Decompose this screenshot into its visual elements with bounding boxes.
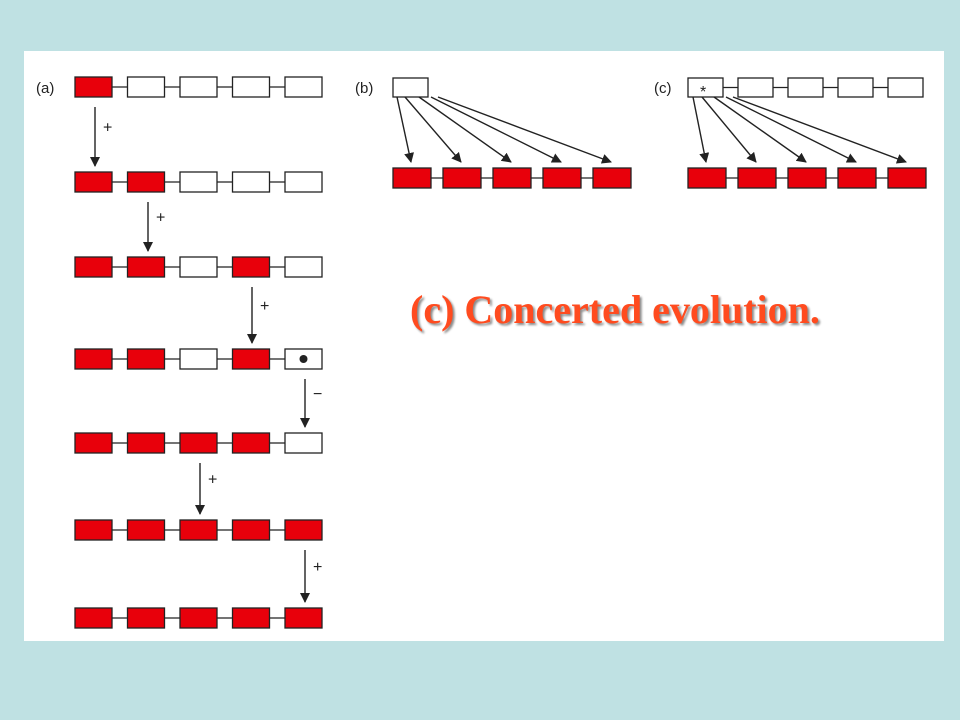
panel-a-row-3-box-4 <box>231 256 271 278</box>
panel-a-row-3-box-1 <box>74 256 113 278</box>
panel-b-targets-box-1 <box>392 167 432 189</box>
panel-c-conversion-arrow-4 <box>725 96 857 163</box>
slide-caption: (c) Concerted evolution. <box>410 287 820 332</box>
panel-a-row-5-box-3 <box>179 432 218 454</box>
panel-a-row-5-box-4 <box>231 432 271 454</box>
panel-a-row-1-box-2 <box>126 76 166 98</box>
panel-a-row-7-box-3 <box>179 607 218 629</box>
panel-a-row-1-box-3 <box>179 76 218 98</box>
panel-c-conversion-arrow-1 <box>692 96 710 163</box>
panel-c-conversion-arrow-3 <box>713 96 807 163</box>
panel-a-row-6-box-4 <box>231 519 271 541</box>
panel-a-row-7-box-2 <box>126 607 166 629</box>
panel-b-targets-box-5 <box>592 167 632 189</box>
panel-c-label: (c) <box>654 80 672 97</box>
panel-a-row-6-box-1 <box>74 519 113 541</box>
panel-b-source-box-1 <box>392 77 429 98</box>
panel-a-row-7-box-1 <box>74 607 113 629</box>
panel-a-row-2-box-3 <box>179 171 218 193</box>
panel-a-row-4-box-1 <box>74 348 113 370</box>
panel-b-targets-box-3 <box>492 167 532 189</box>
panel-c-targets-box-3 <box>787 167 827 189</box>
panel-c-source-box-3 <box>787 77 824 98</box>
panel-a-step-sign-1: + <box>103 120 112 137</box>
panel-c-targets-box-5 <box>887 167 927 189</box>
panel-a-row-6-box-5 <box>284 519 323 541</box>
panel-a-row-6-box-3 <box>179 519 218 541</box>
panel-a-row-6-box-2 <box>126 519 166 541</box>
panel-a-row-4-box-4 <box>231 348 271 370</box>
panel-b-conversion-arrow-1 <box>396 96 414 163</box>
panel-b-conversion-arrow-2 <box>404 96 462 163</box>
panel-a-row-2-box-1 <box>74 171 113 193</box>
panel-b-label: (b) <box>355 80 373 97</box>
panel-c-targets-box-1 <box>687 167 727 189</box>
panel-a-row-4-box-5-dot-marker <box>299 355 308 363</box>
panel-a-step-sign-5: + <box>208 472 217 489</box>
panel-a-row-5-box-5 <box>284 432 323 454</box>
panel-a-row-2-box-5 <box>284 171 323 193</box>
panel-a-row-3-box-2 <box>126 256 166 278</box>
panel-c-targets-box-4 <box>837 167 877 189</box>
panel-b-conversion-arrow-4 <box>430 96 562 163</box>
panel-a-step-sign-3: + <box>260 298 269 315</box>
panel-a-row-2-box-4 <box>231 171 271 193</box>
panel-a-row-7-box-4 <box>231 607 271 629</box>
diagram-shapes: + + + − + + * <box>74 76 927 629</box>
panel-c-star-marker: * <box>700 84 706 101</box>
panel-c-targets-box-2 <box>737 167 777 189</box>
panel-b-conversion-arrow-5 <box>437 96 612 164</box>
panel-a-row-4-box-3 <box>179 348 218 370</box>
panel-a-row-1-box-1 <box>74 76 113 98</box>
panel-b-targets-box-4 <box>542 167 582 189</box>
panel-a-row-2-box-2 <box>126 171 166 193</box>
panel-a-row-3-box-3 <box>179 256 218 278</box>
panel-a-step-sign-2: + <box>156 210 165 227</box>
panel-b-conversion-arrow-3 <box>418 96 512 163</box>
panel-c-source-box-1 <box>687 77 724 98</box>
panel-a-label: (a) <box>36 80 54 97</box>
panel-a-row-5-box-1 <box>74 432 113 454</box>
panel-a-row-5-box-2 <box>126 432 166 454</box>
panel-b-targets-box-2 <box>442 167 482 189</box>
panel-c-conversion-arrow-5 <box>732 96 907 164</box>
panel-a-row-4-box-2 <box>126 348 166 370</box>
panel-c-conversion-arrow-2 <box>701 96 757 163</box>
panel-a-row-1-box-5 <box>284 76 323 98</box>
panel-c-source-box-2 <box>737 77 774 98</box>
panel-a-step-sign-4: − <box>313 386 322 403</box>
panel-a-row-3-box-5 <box>284 256 323 278</box>
panel-a-step-sign-6: + <box>313 559 322 576</box>
panel-c-source-box-4 <box>837 77 874 98</box>
panel-a-row-1-box-4 <box>231 76 271 98</box>
figure-panel <box>24 51 944 641</box>
panel-a-row-7-box-5 <box>284 607 323 629</box>
panel-c-source-box-5 <box>887 77 924 98</box>
